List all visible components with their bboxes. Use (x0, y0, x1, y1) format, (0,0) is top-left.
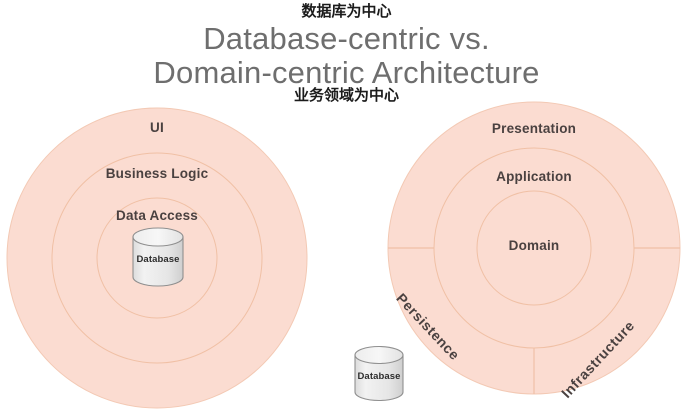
left-database-cylinder (132, 227, 184, 287)
left-database-label: Database (136, 254, 180, 265)
external-database-cylinder (354, 345, 404, 402)
external-database-label: Database (357, 371, 401, 382)
right-ring-inner (476, 190, 592, 306)
right-circle-group (387, 101, 681, 395)
